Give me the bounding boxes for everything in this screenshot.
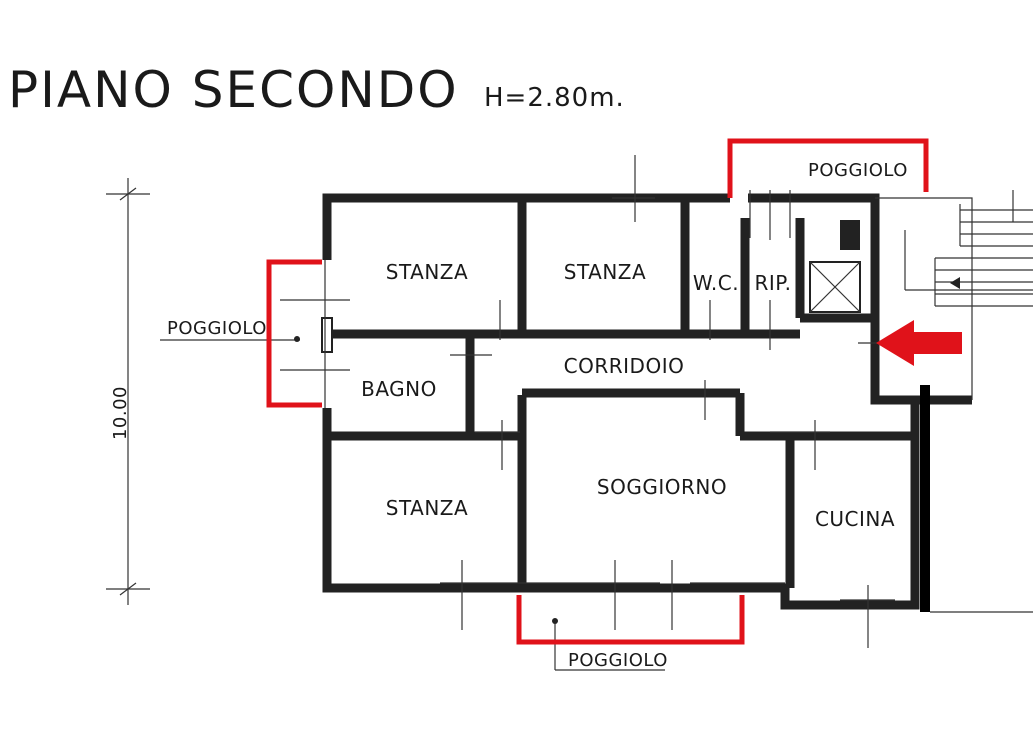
room-label-bagno: BAGNO (361, 377, 437, 401)
balcony-label-bottom: POGGIOLO (568, 650, 668, 671)
dimension-label: 10.00 (110, 386, 131, 440)
room-label-stanza-1: STANZA (386, 260, 468, 284)
balcony-dot-bottom (552, 618, 558, 624)
balcony-label-left: POGGIOLO (167, 318, 267, 339)
balcony-dot-left (294, 336, 300, 342)
balcony-label-top: POGGIOLO (808, 160, 908, 181)
room-label-stanza-3: STANZA (386, 496, 468, 520)
entrance-arrow-icon (876, 320, 962, 366)
ceiling-height: H=2.80m. (484, 83, 625, 113)
openings (160, 155, 1014, 671)
room-label-soggiorno: SOGGIORNO (597, 475, 727, 499)
floor-title: PIANO SECONDO (8, 61, 459, 119)
interior-walls (331, 202, 915, 588)
room-label-cucina: CUCINA (815, 507, 895, 531)
staircase (904, 204, 1033, 307)
lift-shaft (809, 220, 861, 313)
room-label-corridoio: CORRIDOIO (564, 354, 685, 378)
dimension-line (106, 178, 150, 605)
room-label-stanza-2: STANZA (564, 260, 646, 284)
room-label-rip: RIP. (754, 271, 791, 295)
balcony-highlights (266, 138, 929, 645)
room-label-wc: W.C. (693, 271, 739, 295)
